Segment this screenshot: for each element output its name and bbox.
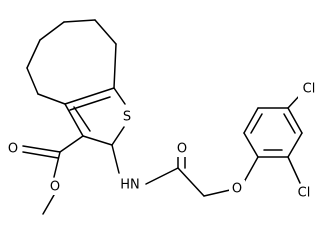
bond [64,87,115,105]
bond [42,194,55,215]
bond [145,167,179,185]
para-chlorine-label: Cl [303,82,316,97]
bond [283,113,296,134]
amide-oxygen-label-background [174,140,190,157]
amide-oxygen-label: O [177,142,187,157]
bond [39,21,65,41]
bond [53,151,61,178]
bond [37,93,66,105]
ester-oxygen-label: O [50,180,60,195]
ester-oxygen-label-background [47,178,63,195]
ortho-chlorine-label-background [293,184,315,203]
bond [203,189,231,197]
bond [113,43,117,89]
para-chlorine-label-background [298,80,320,99]
sulfur-label-background [119,108,135,126]
ester-carbonyl-oxygen-label-background [5,140,20,157]
ortho-chlorine-label: Cl [298,186,311,201]
bond [22,151,59,159]
amide-nh-label-background [116,175,144,194]
methyl-ester-bonds [22,135,84,215]
bond [73,106,91,132]
dichlorophenyl-ring-bonds [243,107,303,183]
amide-linker-bonds [111,144,231,197]
ester-carbonyl-oxygen-label: O [8,142,18,157]
ether-oxygen-label: O [232,182,242,197]
bond [26,67,39,95]
ether-oxygen-label-background [229,180,245,197]
bond [111,144,120,174]
bond [287,132,303,158]
bond [250,113,263,134]
bond [59,135,84,153]
bond [111,126,125,146]
bond [63,19,96,23]
bond [287,156,301,184]
bond [82,135,113,146]
sulfur-atom-label: S [123,110,131,125]
bond [177,167,205,197]
bond [243,132,259,158]
amide-nh-label: HN [120,178,140,193]
bond [94,19,117,45]
bond [64,103,84,137]
bond [113,87,126,105]
bond [22,145,61,153]
bond [287,107,303,134]
bond [26,39,41,69]
bond [69,96,111,111]
cyclooctane-ring-bonds [26,19,117,105]
bond [243,107,259,134]
atom-labels: S O O HN O O Cl Cl [5,80,320,203]
bond [243,156,259,183]
thiophene-ring-bonds [64,87,126,146]
